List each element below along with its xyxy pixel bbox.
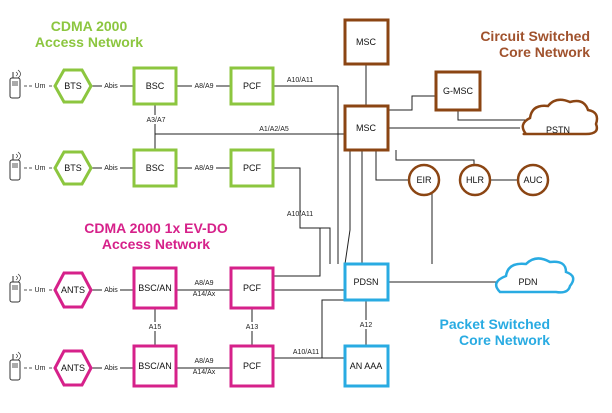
ants-node-2: ANTS <box>53 349 93 387</box>
bsc-node-1-label: BSC <box>146 81 165 91</box>
pcf4-pdsn-link <box>321 299 345 358</box>
anaaa-node: AN AAA <box>343 344 390 388</box>
msc-hlr-link <box>395 150 475 168</box>
msc-top-node: MSC <box>343 18 390 66</box>
um-label-4: Um <box>35 365 46 372</box>
msc-top-node-label: MSC <box>356 37 377 47</box>
ants-node-1: ANTS <box>53 271 93 309</box>
evdo-access-heading-line2: Access Network <box>101 236 211 252</box>
a10a11-label-1: A10/A11 <box>287 77 313 84</box>
packet-core-heading-line1: Packet Switched <box>439 316 551 332</box>
evdo-access-heading-line1: CDMA 2000 1x EV-DO <box>84 220 228 236</box>
um-label-3: Um <box>35 287 46 294</box>
pcf-node-1-label: PCF <box>243 81 262 91</box>
mobile-phone-icon-2 <box>9 151 21 181</box>
a1a2a5-label: A1/A2/A5 <box>259 126 289 133</box>
pdn-cloud-label: PDN <box>518 277 537 287</box>
a8a9-label-2: A8/A9 <box>194 165 213 172</box>
pcf-node-2-label: PCF <box>243 163 262 173</box>
pcf-node-4: PCF <box>229 344 275 388</box>
ants-node-1-label: ANTS <box>61 285 85 295</box>
bsc-node-1: BSC <box>132 66 178 106</box>
pcf-node-3-label: PCF <box>243 283 262 293</box>
gmsc-pstn-link <box>457 110 530 121</box>
bscan-node-1: BSC/AN <box>132 266 178 310</box>
pdn-cloud: PDN <box>494 257 575 294</box>
connection-lines <box>24 64 530 369</box>
bsc-node-2-label: BSC <box>146 163 165 173</box>
bsc-node-2: BSC <box>132 148 178 188</box>
a8a9-label-3: A8/A9 <box>194 280 213 287</box>
pcf-node-4-label: PCF <box>243 361 262 371</box>
um-label-2: Um <box>35 165 46 172</box>
bts-node-1: BTS <box>53 68 93 104</box>
pcf-node-3: PCF <box>229 266 275 310</box>
gmsc-node: G-MSC <box>434 70 482 112</box>
pcf-node-2: PCF <box>229 148 275 188</box>
hlr-node-label: HLR <box>466 175 485 185</box>
abis-label-3: Abis <box>104 287 118 294</box>
bscan-node-2: BSC/AN <box>132 344 178 388</box>
bscan-node-1-label: BSC/AN <box>138 283 172 293</box>
abis-label-1: Abis <box>104 83 118 90</box>
cdma-access-heading-line1: CDMA 2000 <box>50 18 128 34</box>
a3a7-label: A3/A7 <box>146 117 165 124</box>
cdma-access-heading-line2: Access Network <box>34 34 144 50</box>
mobile-phone-icon-1 <box>9 69 21 99</box>
mobile-phone-icon-3 <box>9 273 21 303</box>
bscan-node-2-label: BSC/AN <box>138 361 172 371</box>
gmsc-node-label: G-MSC <box>443 86 473 96</box>
abis-label-2: Abis <box>104 165 118 172</box>
ants-node-2-label: ANTS <box>61 363 85 373</box>
packet-core-heading-line2: Core Network <box>458 332 550 348</box>
bts-node-2: BTS <box>53 150 93 186</box>
a14ax-label-3: A14/Ax <box>193 291 216 298</box>
pstn-cloud-label: PSTN <box>546 125 570 135</box>
a14ax-label-4: A14/Ax <box>193 369 216 376</box>
eir-node: EIR <box>407 163 441 197</box>
a10a11-label-2: A10/A11 <box>287 211 313 218</box>
auc-node: AUC <box>516 163 550 197</box>
auc-node-label: AUC <box>523 175 543 185</box>
a10a11-label-3: A10/A11 <box>293 349 319 356</box>
mobile-phone-icon-4 <box>9 351 21 381</box>
pcf3-upper-link <box>273 228 321 277</box>
um-label-1: Um <box>35 83 46 90</box>
abis-label-4: Abis <box>104 365 118 372</box>
msc-eir-link <box>375 150 408 181</box>
circuit-core-heading: Circuit Switched Core Network <box>440 28 590 60</box>
a15-label: A15 <box>149 324 162 331</box>
a8a9-label-4: A8/A9 <box>194 358 213 365</box>
a13-label: A13 <box>246 324 259 331</box>
cdma-access-heading: CDMA 2000 Access Network <box>14 18 164 50</box>
a8a9-label-1: A8/A9 <box>194 83 213 90</box>
pdsn-node-label: PDSN <box>353 277 378 287</box>
evdo-access-heading: CDMA 2000 1x EV-DO Access Network <box>50 220 262 252</box>
pdsn-node: PDSN <box>343 262 390 302</box>
eir-node-label: EIR <box>416 175 432 185</box>
bts-node-1-label: BTS <box>64 81 82 91</box>
msc-gmsc-link <box>388 95 436 111</box>
circuit-core-heading-line2: Core Network <box>498 44 590 60</box>
a10a11-link-2 <box>273 167 331 264</box>
pstn-cloud: PSTN <box>521 98 599 136</box>
a12-label: A12 <box>360 322 373 329</box>
msc-node: MSC <box>343 104 390 152</box>
packet-core-heading: Packet Switched Core Network <box>400 316 551 348</box>
hlr-node: HLR <box>458 163 492 197</box>
anaaa-node-label: AN AAA <box>350 361 383 371</box>
msc-pdsn-link <box>344 150 351 265</box>
circuit-core-heading-line1: Circuit Switched <box>480 28 590 44</box>
link-labels: Um Um Um Um Abis Abis Abis Abis A8/A9 A8… <box>33 77 374 376</box>
pcf-node-1: PCF <box>229 66 275 106</box>
msc-node-label: MSC <box>356 123 377 133</box>
bts-node-2-label: BTS <box>64 163 82 173</box>
